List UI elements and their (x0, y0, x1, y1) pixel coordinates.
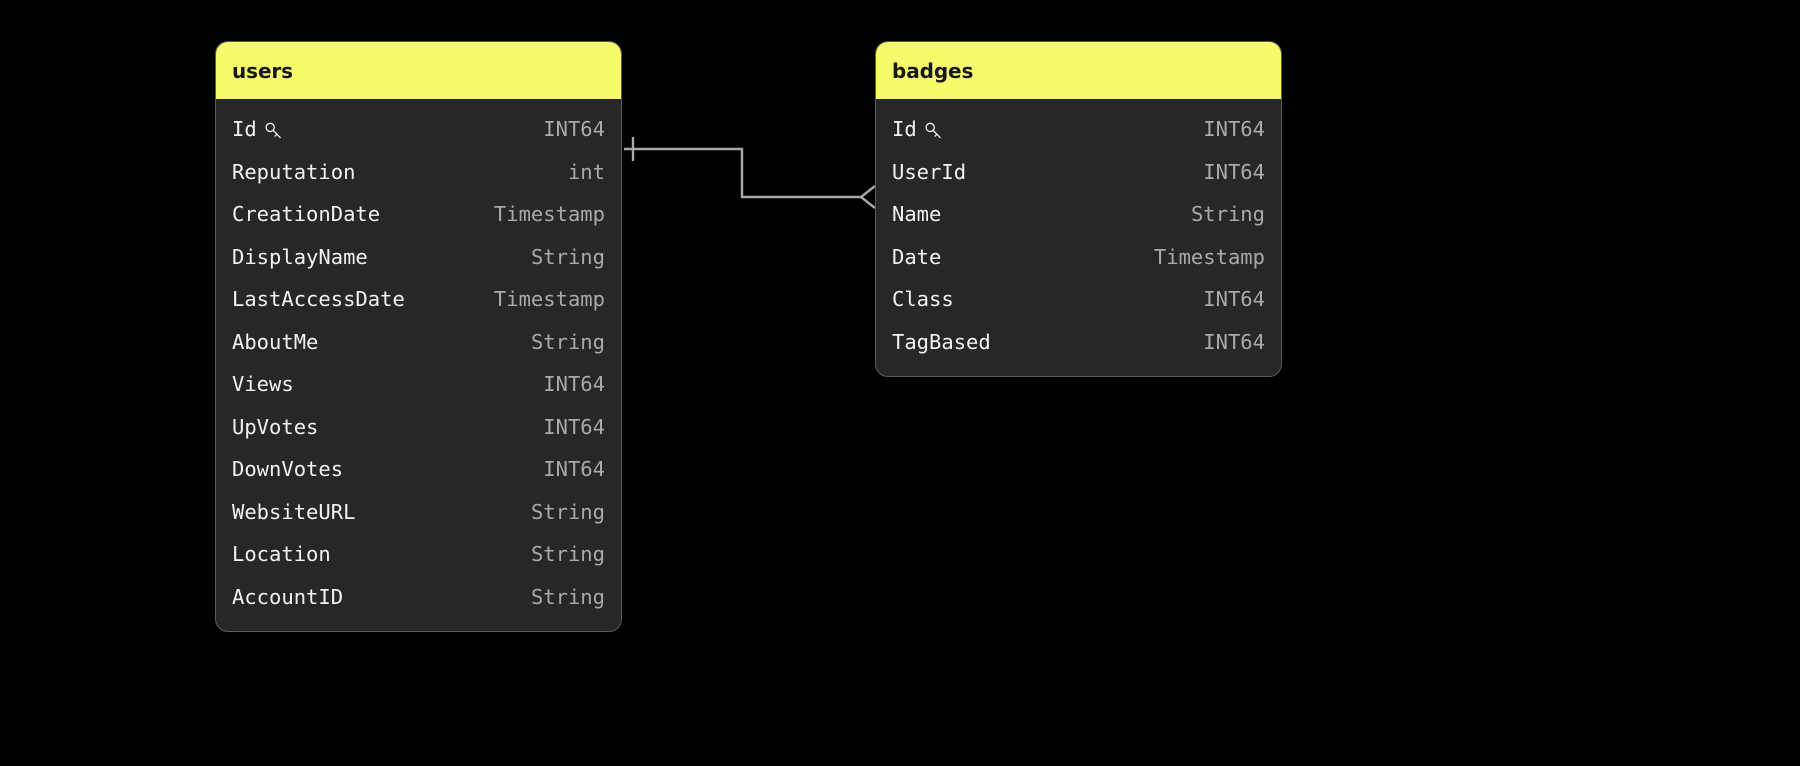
field-name: Id (232, 117, 257, 142)
field-type: Timestamp (493, 202, 605, 227)
field-row[interactable]: DownVotes INT64 (216, 448, 621, 491)
field-name: DownVotes (232, 457, 344, 482)
relationship-line (624, 147, 862, 199)
field-row[interactable]: Location String (216, 533, 621, 576)
field-type: INT64 (543, 372, 605, 397)
field-name: LastAccessDate (232, 287, 405, 312)
field-row[interactable]: DisplayName String (216, 236, 621, 279)
field-name: Class (892, 287, 954, 312)
field-type: Timestamp (493, 287, 605, 312)
field-type: INT64 (1203, 329, 1265, 354)
field-type: String (530, 244, 605, 269)
field-name: TagBased (892, 329, 991, 354)
field-name: AboutMe (232, 329, 319, 354)
field-row[interactable]: Date Timestamp (876, 236, 1281, 279)
field-type: INT64 (543, 117, 605, 142)
field-row[interactable]: CreationDate Timestamp (216, 193, 621, 236)
entity-fields-users: Id INT64 Reputation int CreationDate (216, 99, 621, 631)
entity-header-badges: badges (876, 42, 1281, 99)
field-name-wrapper: Id (232, 117, 283, 141)
entity-header-users: users (216, 42, 621, 99)
field-type: String (530, 499, 605, 524)
entity-fields-badges: Id INT64 UserId INT64 Name S (876, 99, 1281, 376)
field-type: String (1190, 202, 1265, 227)
field-name: Date (892, 244, 942, 269)
field-type: INT64 (1203, 287, 1265, 312)
field-name: Name (892, 202, 942, 227)
key-icon (264, 121, 283, 140)
field-name: CreationDate (232, 202, 381, 227)
field-type: Timestamp (1153, 244, 1265, 269)
field-name: UserId (892, 159, 967, 184)
field-type: INT64 (543, 414, 605, 439)
field-name: DisplayName (232, 244, 368, 269)
field-name-wrapper: Id (892, 117, 943, 141)
entity-card-badges[interactable]: badges Id INT64 UserId (875, 41, 1282, 377)
field-row[interactable]: AccountID String (216, 576, 621, 619)
field-row[interactable]: Name String (876, 193, 1281, 236)
field-type: String (530, 329, 605, 354)
field-row[interactable]: WebsiteURL String (216, 491, 621, 534)
field-type: String (530, 584, 605, 609)
field-name: Id (892, 117, 917, 142)
field-row[interactable]: UserId INT64 (876, 151, 1281, 194)
entity-card-users[interactable]: users Id INT64 Reputation (215, 41, 622, 632)
field-type: int (567, 159, 605, 184)
field-row[interactable]: Reputation int (216, 151, 621, 194)
field-name: AccountID (232, 584, 344, 609)
field-row[interactable]: UpVotes INT64 (216, 406, 621, 449)
field-row[interactable]: Class INT64 (876, 278, 1281, 321)
field-row[interactable]: Views INT64 (216, 363, 621, 406)
cardinality-many-marker (859, 185, 876, 209)
field-name: Location (232, 542, 331, 567)
field-name: WebsiteURL (232, 499, 356, 524)
field-type: INT64 (543, 457, 605, 482)
field-type: INT64 (1203, 117, 1265, 142)
field-name: Views (232, 372, 294, 397)
field-type: INT64 (1203, 159, 1265, 184)
field-name: UpVotes (232, 414, 319, 439)
field-row[interactable]: AboutMe String (216, 321, 621, 364)
relationship-users-badges (624, 137, 876, 209)
field-type: String (530, 542, 605, 567)
field-row[interactable]: LastAccessDate Timestamp (216, 278, 621, 321)
entity-title: users (232, 58, 293, 83)
field-row[interactable]: TagBased INT64 (876, 321, 1281, 364)
field-row[interactable]: Id INT64 (876, 108, 1281, 151)
field-row[interactable]: Id INT64 (216, 108, 621, 151)
field-name: Reputation (232, 159, 356, 184)
entity-title: badges (892, 58, 974, 83)
key-icon (924, 121, 943, 140)
